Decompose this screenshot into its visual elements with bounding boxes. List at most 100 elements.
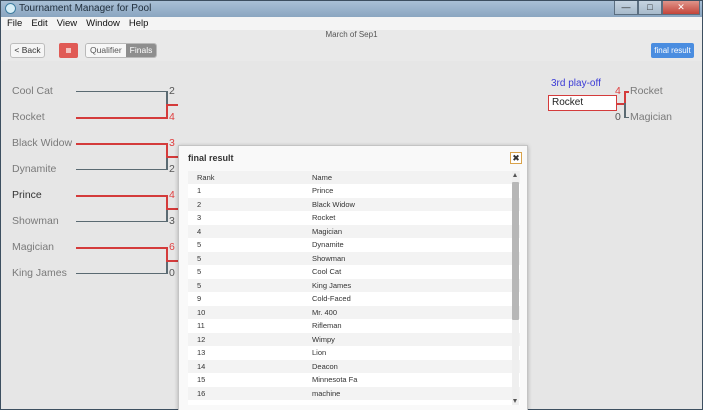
name-cell: Minnesota Fa <box>312 375 358 384</box>
bracket-line <box>76 91 168 92</box>
dialog-close-button[interactable]: ✖ <box>510 152 522 164</box>
playoff-player[interactable]: Magician <box>630 111 673 123</box>
bracket-connector <box>166 143 168 156</box>
menu-help[interactable]: Help <box>128 18 149 29</box>
table-scrollbar[interactable] <box>512 171 519 405</box>
name-cell: Cold-Faced <box>312 294 351 303</box>
playoff-line <box>624 91 626 103</box>
player-score[interactable]: 4 <box>169 189 175 201</box>
player-name[interactable]: Showman <box>12 215 59 227</box>
player-score[interactable]: 3 <box>169 215 175 227</box>
bracket-connector <box>166 208 168 221</box>
menu-window[interactable]: Window <box>86 18 120 29</box>
column-rank[interactable]: Rank <box>197 173 215 182</box>
playoff-player[interactable]: Rocket <box>630 85 663 97</box>
rank-cell: 1 <box>197 186 202 195</box>
page-title: March of Sep1 <box>325 30 378 39</box>
playoff-selected[interactable]: Rocket <box>548 95 617 111</box>
player-name[interactable]: Dynamite <box>12 163 57 175</box>
bracket-line <box>76 221 168 222</box>
column-name[interactable]: Name <box>312 173 333 182</box>
bracket-line <box>76 195 168 197</box>
bracket-line <box>76 143 168 145</box>
dialog-title: final result <box>188 153 234 163</box>
bracket-line <box>76 169 168 170</box>
rank-cell: 3 <box>197 213 202 222</box>
bracket-connector <box>166 104 168 117</box>
final-result-button[interactable]: final result <box>651 43 694 58</box>
bracket-line <box>76 247 168 249</box>
tab-qualifier[interactable]: Qualifier <box>86 44 126 57</box>
scroll-thumb[interactable] <box>512 182 519 320</box>
name-cell: Dynamite <box>312 240 344 249</box>
player-score[interactable]: 4 <box>169 111 175 123</box>
scroll-up-arrow-icon[interactable] <box>513 173 517 177</box>
window-controls: — □ ✕ <box>614 1 700 16</box>
player-name[interactable]: Rocket <box>12 111 45 123</box>
bracket-connector <box>166 195 168 208</box>
menu-view[interactable]: View <box>56 18 78 29</box>
player-score[interactable]: 3 <box>169 137 175 149</box>
player-name[interactable]: Cool Cat <box>12 85 53 97</box>
bracket-connector <box>166 104 178 106</box>
rank-cell: 5 <box>197 280 202 290</box>
playoff-score[interactable]: 4 <box>615 85 621 97</box>
name-cell: Showman <box>312 253 346 263</box>
playoff-line <box>617 103 625 105</box>
rank-cell: 11 <box>197 321 205 330</box>
back-button[interactable]: < Back <box>10 43 45 58</box>
player-score[interactable]: 2 <box>169 85 175 97</box>
player-score[interactable]: 6 <box>169 241 175 253</box>
stage-tabs: Qualifier Finals <box>85 43 158 58</box>
tab-finals[interactable]: Finals <box>125 44 157 57</box>
maximize-button[interactable]: □ <box>638 1 662 15</box>
rank-cell: 15 <box>197 375 206 384</box>
menu-file[interactable]: File <box>7 18 23 29</box>
table-row[interactable]: 9 Cold-Faced <box>188 292 520 306</box>
player-name[interactable]: Magician <box>12 241 55 253</box>
name-cell: machine <box>312 388 341 398</box>
close-button[interactable]: ✕ <box>662 1 700 15</box>
player-score[interactable]: 2 <box>169 163 175 175</box>
rank-cell: 14 <box>197 361 206 371</box>
scroll-down-arrow-icon[interactable] <box>513 399 517 403</box>
player-name[interactable]: Black Widow <box>12 137 73 149</box>
table-row[interactable]: 2 Black Widow <box>188 197 520 211</box>
table-row[interactable]: 3 Rocket <box>188 211 520 225</box>
playoff-score[interactable]: 0 <box>615 111 621 123</box>
rank-cell: 5 <box>197 267 202 276</box>
player-score[interactable]: 0 <box>169 267 175 279</box>
menu-edit[interactable]: Edit <box>31 18 48 29</box>
table-row[interactable]: 14 Deacon <box>188 359 520 373</box>
menu-bar: File Edit View Window Help <box>1 17 702 30</box>
name-cell: Mr. 400 <box>312 307 338 317</box>
name-cell: Rocket <box>312 213 336 222</box>
player-name[interactable]: King James <box>12 267 67 279</box>
bracket-line <box>76 273 168 274</box>
rank-cell: 4 <box>197 226 202 236</box>
name-cell: Deacon <box>312 361 338 371</box>
minimize-button[interactable]: — <box>614 1 638 15</box>
rank-cell: 2 <box>197 199 202 209</box>
table-row[interactable]: 15 Minnesota Fa <box>188 373 520 387</box>
window-title: Tournament Manager for Pool <box>19 3 152 14</box>
player-name[interactable]: Prince <box>12 189 42 201</box>
name-cell: Black Widow <box>312 199 355 209</box>
stop-button[interactable] <box>59 43 78 58</box>
rank-cell: 9 <box>197 294 202 303</box>
bracket-connector <box>166 156 168 169</box>
